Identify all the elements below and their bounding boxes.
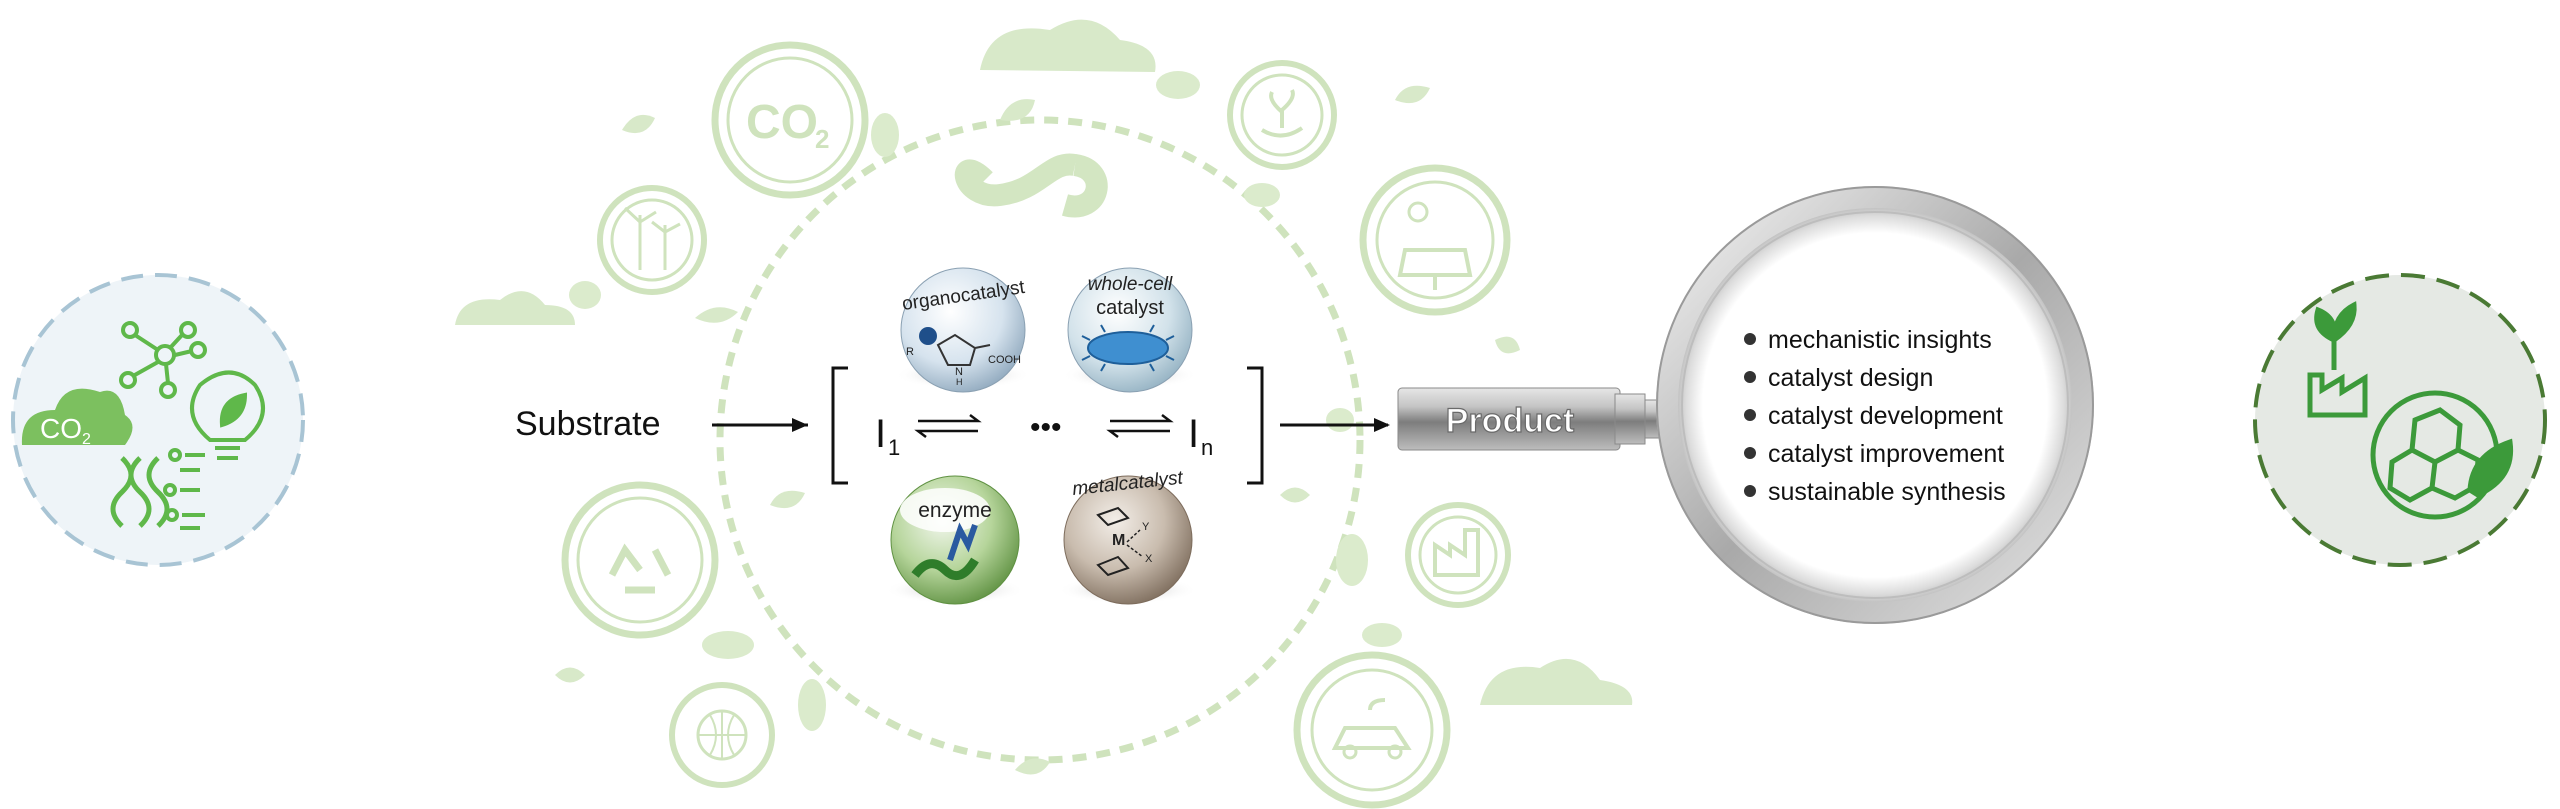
reaction-flow: Substrate I 1 ••• I n	[515, 366, 1390, 485]
molecule-network-icon	[119, 321, 207, 399]
list-item: sustainable synthesis	[1744, 478, 2006, 506]
equilibrium-arrow-2	[1106, 414, 1174, 438]
list-item: catalyst development	[1744, 402, 2003, 430]
svg-text:CO: CO	[40, 413, 82, 444]
solar-panel-icon	[1359, 164, 1511, 316]
svg-text:CO: CO	[746, 96, 818, 149]
organocatalyst-sphere: organocatalyst R N H COOH	[895, 267, 1031, 393]
cloud-co2-icon: CO 2	[21, 388, 133, 448]
substrate-label: Substrate	[515, 405, 661, 443]
intermediate-first: I	[875, 412, 886, 456]
left-bracket	[831, 366, 848, 485]
intermediate-first-sub: 1	[888, 435, 900, 460]
svg-text:R: R	[906, 346, 914, 358]
graphene-leaf-icon	[2370, 390, 2514, 520]
factory-icon	[1405, 502, 1511, 608]
svg-text:mechanistic insights: mechanistic insights	[1768, 326, 1992, 354]
svg-text:H: H	[956, 377, 963, 387]
svg-text:N: N	[955, 366, 963, 378]
right-badge	[2253, 273, 2547, 567]
electric-car-icon	[1293, 651, 1451, 809]
list-item: catalyst design	[1744, 364, 1933, 392]
svg-text:M: M	[1112, 532, 1125, 549]
leaf-icon	[555, 85, 1520, 775]
equilibrium-arrow-1	[914, 414, 982, 438]
svg-text:2: 2	[815, 124, 829, 154]
factory-sprout-icon	[2307, 301, 2368, 418]
co2-icon: CO 2	[711, 41, 869, 199]
magnifying-glass: Product	[1397, 186, 2094, 624]
insights-list: mechanistic insights catalyst design cat…	[1744, 326, 2006, 506]
recycle-loop-icon	[954, 153, 1108, 218]
intermediate-last-sub: n	[1201, 435, 1213, 460]
globe-icon	[669, 682, 775, 788]
product-label: Product	[1446, 402, 1574, 440]
flowchart-icon	[163, 448, 205, 530]
svg-text:catalyst improvement: catalyst improvement	[1768, 440, 2004, 468]
ellipsis: •••	[1030, 411, 1062, 444]
background-decoration: CO 2	[455, 19, 1633, 809]
svg-text:sustainable synthesis: sustainable synthesis	[1768, 478, 2006, 506]
wind-turbine-icon	[597, 185, 707, 295]
metal-catalyst-sphere: metalcatalyst M Y X	[1058, 467, 1198, 605]
svg-text:X: X	[1145, 553, 1153, 565]
sprout-hand-icon	[1227, 60, 1337, 170]
svg-text:Y: Y	[1142, 521, 1150, 533]
right-bracket	[1247, 366, 1264, 485]
list-item: mechanistic insights	[1744, 326, 1992, 354]
enzyme-sphere: enzyme	[885, 475, 1025, 605]
catalyst-spheres: organocatalyst R N H COOH whole-cell cat…	[885, 267, 1198, 605]
svg-text:COOH: COOH	[988, 354, 1021, 366]
svg-text:catalyst design: catalyst design	[1768, 364, 1933, 392]
whole-cell-catalyst-sphere: whole-cell catalyst	[1062, 267, 1198, 393]
svg-text:2: 2	[82, 431, 91, 448]
left-badge: CO 2	[11, 273, 305, 567]
lightbulb-leaf-icon	[190, 370, 265, 460]
whole-cell-label: whole-cell	[1088, 274, 1173, 295]
svg-text:catalyst development: catalyst development	[1768, 402, 2003, 430]
dashed-leaf-circle	[716, 116, 1364, 764]
recycle-arrows-icon	[561, 481, 719, 639]
enzyme-label: enzyme	[918, 499, 992, 522]
whole-cell-label-line2: catalyst	[1096, 297, 1164, 319]
list-item: catalyst improvement	[1744, 440, 2004, 468]
intermediate-last: I	[1188, 412, 1199, 456]
cloud-icon	[455, 19, 1633, 705]
